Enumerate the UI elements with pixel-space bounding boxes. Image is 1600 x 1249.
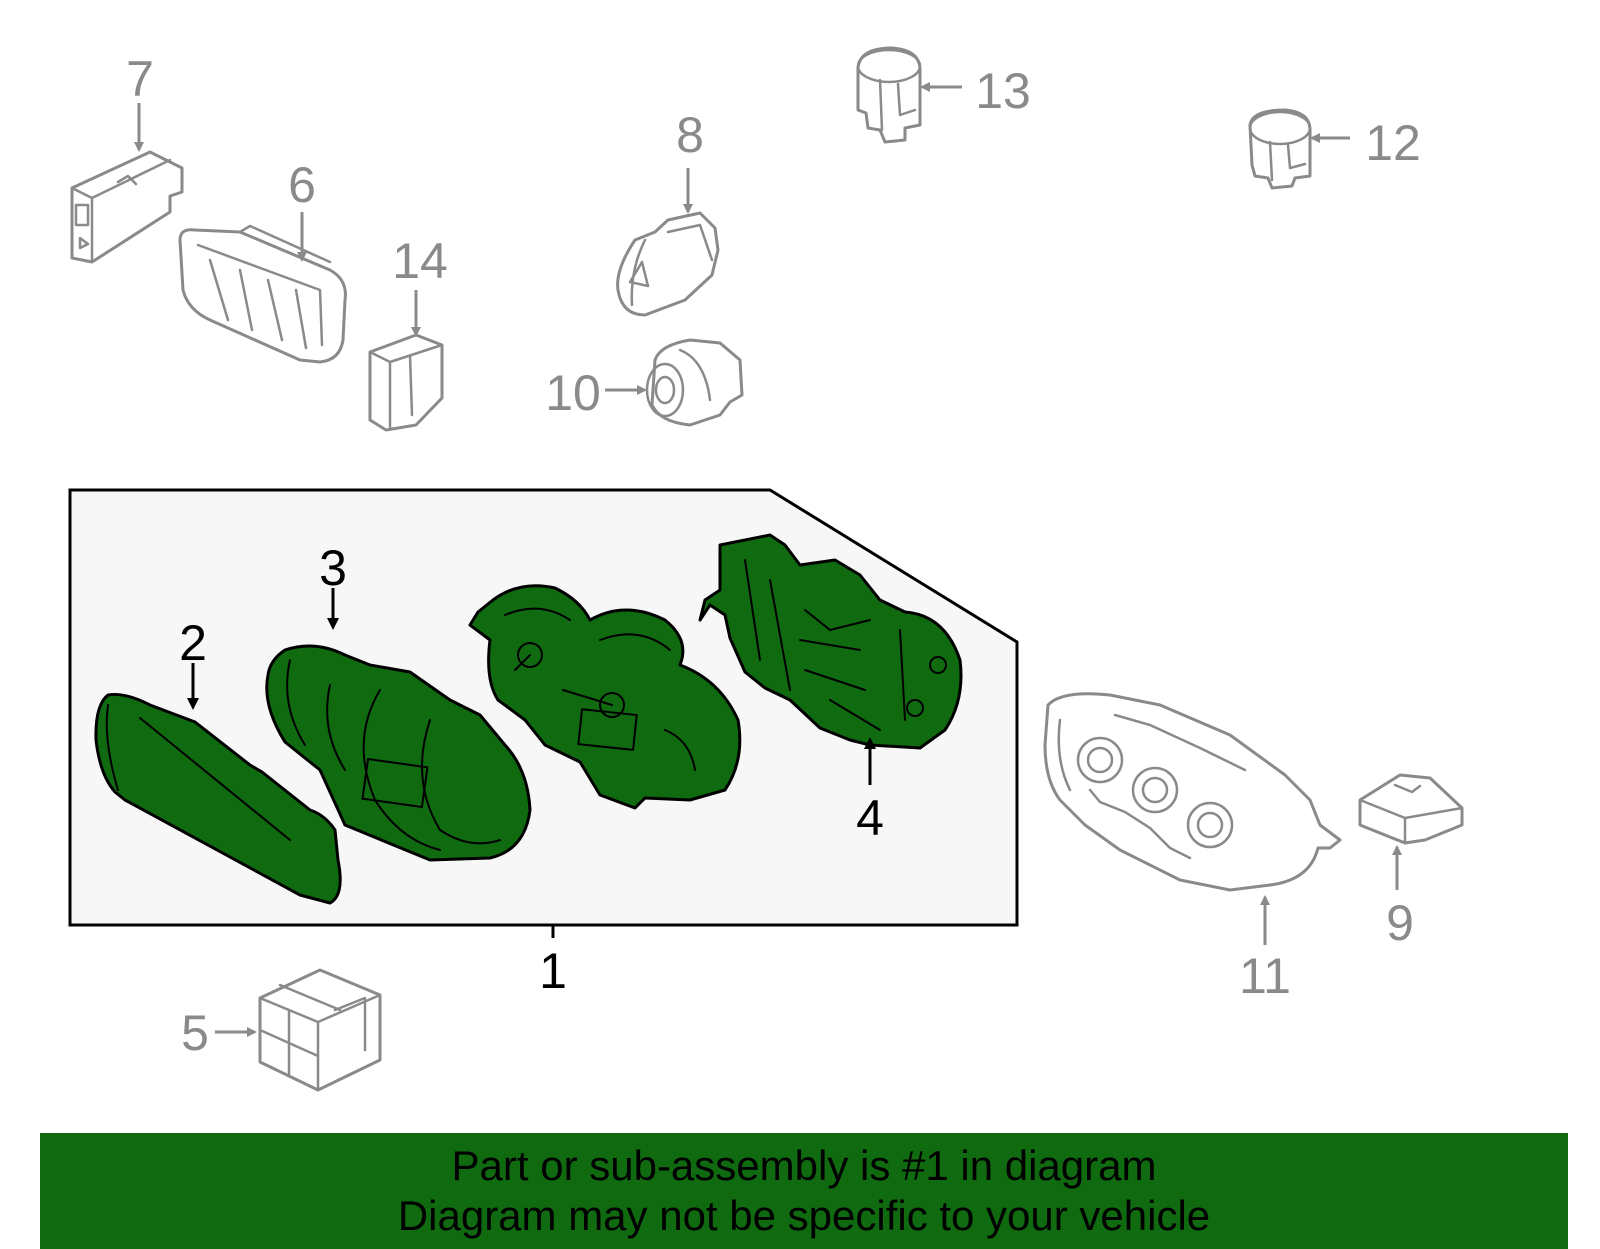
callout-12: 12 xyxy=(1365,115,1421,171)
part-7-switch[interactable] xyxy=(70,103,184,264)
part-9-connector[interactable] xyxy=(1358,773,1464,890)
callout-14: 14 xyxy=(392,233,448,289)
part-5-switch-block[interactable] xyxy=(215,968,382,1092)
banner-line-2: Diagram may not be specific to your vehi… xyxy=(397,1192,1211,1239)
part-2-lens[interactable] xyxy=(94,693,342,905)
callout-4: 4 xyxy=(856,790,884,846)
banner-line-1: Part or sub-assembly is #1 in diagram xyxy=(451,1142,1157,1189)
callout-6: 6 xyxy=(288,157,316,213)
callout-9: 9 xyxy=(1386,895,1414,951)
callout-3: 3 xyxy=(319,540,347,596)
part-3-mask[interactable] xyxy=(265,644,532,862)
part-10-ignition-switch[interactable] xyxy=(605,338,744,427)
callout-13: 13 xyxy=(975,63,1031,119)
callout-11: 11 xyxy=(1239,948,1291,1004)
part-6-switch-bezel[interactable] xyxy=(178,212,347,364)
callout-2: 2 xyxy=(179,615,207,671)
callout-1: 1 xyxy=(539,943,567,999)
part-8-hazard-switch[interactable] xyxy=(616,168,720,317)
gauge-face[interactable] xyxy=(468,584,742,810)
part-4-circuit-board[interactable] xyxy=(698,533,963,750)
info-banner: Part or sub-assembly is #1 in diagram Di… xyxy=(40,1133,1568,1249)
part-14-switch[interactable] xyxy=(368,290,444,432)
part-11-climate-control[interactable] xyxy=(1043,692,1342,945)
callout-8: 8 xyxy=(676,107,704,163)
callout-7: 7 xyxy=(126,51,154,107)
part-12-knob[interactable] xyxy=(1248,108,1350,190)
part-13-knob[interactable] xyxy=(856,46,962,144)
callout-5: 5 xyxy=(181,1005,209,1061)
callout-10: 10 xyxy=(545,365,601,421)
